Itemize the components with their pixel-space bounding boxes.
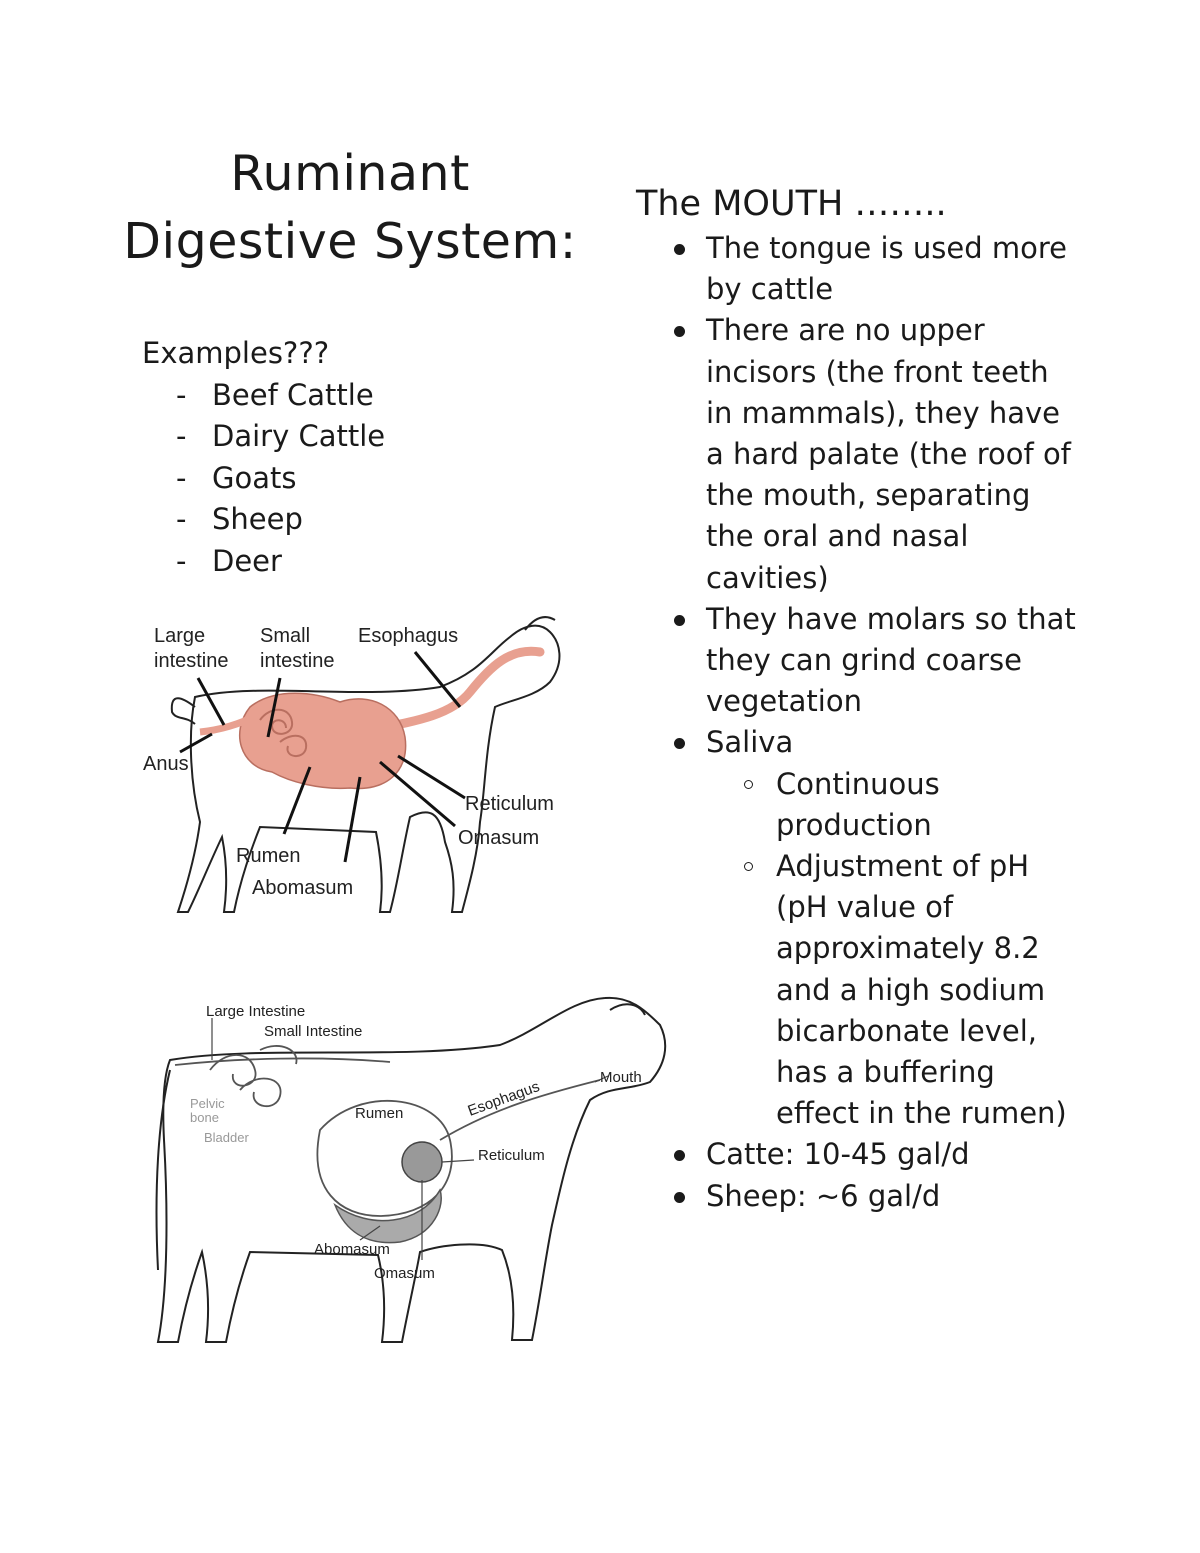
pointer-reticulum (397, 754, 466, 800)
pointer-abomasum (343, 776, 362, 863)
bullet-marker (674, 1191, 685, 1203)
title-line-2: Digestive System: (123, 213, 577, 270)
bullet-marker (674, 244, 685, 255)
bullet-tongue: The tongue is used more by cattle (706, 231, 1067, 307)
label-rumen: Rumen (355, 1105, 403, 1122)
example-sheep: Sheep (212, 502, 303, 536)
label-small-intestine-2: intestine (260, 650, 335, 672)
pointer-anus (179, 732, 213, 754)
label-small-intestine-1: Small (260, 625, 310, 647)
example-beef-cattle: Beef Cattle (212, 377, 374, 412)
label-reticulum: Reticulum (465, 793, 554, 815)
bullet-cattle-volume: Catte: 10-45 gal/d (706, 1137, 970, 1172)
label-large-intestine-1: Large (154, 625, 205, 647)
pointer-small-intestine (266, 677, 282, 738)
dash-marker: - (176, 460, 187, 495)
reticulum-shape (401, 1141, 443, 1183)
label-abomasum: Abomasum (252, 877, 353, 899)
bullet-marker (674, 326, 685, 338)
small-intestine-coils (209, 1045, 298, 1107)
dash-marker: - (176, 377, 187, 412)
sub-continuous-production: Continuous production (776, 766, 940, 842)
dash-marker: - (176, 543, 187, 578)
pointer-rumen (282, 766, 312, 835)
label-rumen: Rumen (236, 845, 300, 867)
examples-section: Examples??? -Beef Cattle -Dairy Cattle -… (142, 333, 385, 582)
goat-body-outline (176, 624, 561, 913)
goat-horn (524, 616, 556, 631)
label-pelvic-bone-1: Pelvic (190, 1096, 225, 1111)
mouth-section: The MOUTH …….. The tongue is used more b… (636, 182, 1076, 1217)
pointer-omasum (379, 760, 456, 828)
list-item: -Dairy Cattle (142, 416, 385, 458)
label-large-intestine-2: intestine (154, 650, 229, 672)
bullet-molars: They have molars so that they can grind … (706, 601, 1076, 719)
sub-ph-adjustment: Adjustment of pH (pH value of approximat… (776, 849, 1067, 1131)
page-title: Ruminant Digestive System: (120, 140, 580, 276)
abomasum-shape (333, 1188, 442, 1244)
sub-list-item: Continuous production (636, 764, 1076, 846)
bullet-marker (674, 614, 685, 626)
bullet-sheep-volume: Sheep: ~6 gal/d (706, 1178, 941, 1213)
goat-tail (170, 697, 196, 725)
example-deer: Deer (212, 543, 282, 578)
list-item: The tongue is used more by cattle (636, 228, 1076, 310)
label-omasum: Omasum (374, 1265, 435, 1282)
list-item: -Beef Cattle (142, 375, 385, 417)
list-item: -Goats (142, 458, 385, 500)
list-item: Sheep: ~6 gal/d (636, 1176, 1076, 1217)
pointer-large-intestine (196, 677, 226, 726)
label-reticulum: Reticulum (478, 1147, 545, 1164)
examples-heading: Examples??? (142, 336, 330, 370)
label-small-intestine: Small Intestine (264, 1023, 362, 1040)
bullet-incisors: There are no upper incisors (the front t… (706, 313, 1071, 595)
label-esophagus: Esophagus (358, 625, 458, 647)
pointer-esophagus (413, 651, 462, 708)
label-large-intestine: Large Intestine (206, 1003, 305, 1020)
list-item: -Deer (142, 541, 385, 583)
example-dairy-cattle: Dairy Cattle (212, 419, 386, 453)
list-item: They have molars so that they can grind … (636, 599, 1076, 723)
bullet-saliva: Saliva (706, 725, 794, 760)
label-bladder: Bladder (204, 1130, 249, 1145)
cow-tail (155, 1069, 171, 1271)
mouth-heading: The MOUTH …….. (636, 184, 947, 224)
pointer-mouth (594, 1075, 609, 1083)
pointer-reticulum (441, 1159, 475, 1163)
small-intestine-coils (259, 708, 308, 757)
title-line-1: Ruminant (230, 145, 470, 202)
circle-marker (744, 779, 753, 789)
example-goats: Goats (212, 460, 297, 495)
pointer-abomasum (359, 1225, 381, 1241)
bullet-marker (674, 1150, 685, 1162)
sub-list-item: Adjustment of pH (pH value of approximat… (636, 846, 1076, 1134)
bullet-marker (674, 738, 685, 750)
cow-ear (609, 1003, 646, 1016)
label-anus: Anus (143, 753, 189, 775)
list-item: Saliva (636, 722, 1076, 763)
cow-body-outline (156, 996, 667, 1343)
large-intestine-tract (174, 1057, 391, 1066)
label-omasum: Omasum (458, 827, 539, 849)
dash-marker: - (176, 502, 187, 536)
list-item: Catte: 10-45 gal/d (636, 1134, 1076, 1175)
circle-marker (744, 862, 753, 872)
goat-digestive-diagram: Large intestine Small intestine Esophagu… (143, 616, 561, 913)
dash-marker: - (176, 419, 187, 453)
label-mouth: Mouth (600, 1069, 642, 1086)
list-item: -Sheep (142, 499, 385, 541)
label-pelvic-bone-2: bone (190, 1110, 219, 1125)
rumen-outline (316, 1099, 453, 1217)
list-item: There are no upper incisors (the front t… (636, 310, 1076, 598)
cow-digestive-diagram: Large Intestine Small Intestine Rumen Es… (155, 996, 667, 1343)
label-abomasum: Abomasum (314, 1241, 390, 1258)
rumen-shape (238, 692, 407, 790)
large-intestine-tract (199, 712, 257, 736)
goat-organs (199, 646, 545, 790)
esophagus-tube (439, 1079, 601, 1141)
